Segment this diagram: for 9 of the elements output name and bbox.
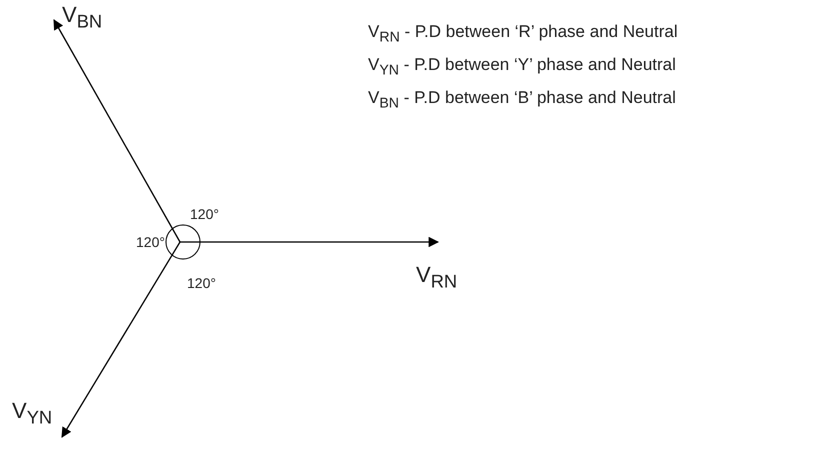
legend-note: V$_{RN}$ - P.D between ‘R’ phase and Neutral bbox=[368, 22, 678, 46]
phasor-label: V$_{RN}$ bbox=[416, 262, 458, 292]
phasor-label: V$_{YN}$ bbox=[12, 398, 52, 428]
angle-label: 120° bbox=[136, 234, 165, 250]
phasor-label: V$_{BN}$ bbox=[62, 2, 102, 32]
legend-note: V$_{YN}$ - P.D between ‘Y’ phase and Neutral bbox=[368, 55, 676, 78]
angle-label: 120° bbox=[187, 275, 216, 291]
angle-label: 120° bbox=[190, 206, 219, 222]
legend-note: V$_{BN}$ - P.D between ‘B’ phase and Neutral bbox=[368, 88, 676, 112]
